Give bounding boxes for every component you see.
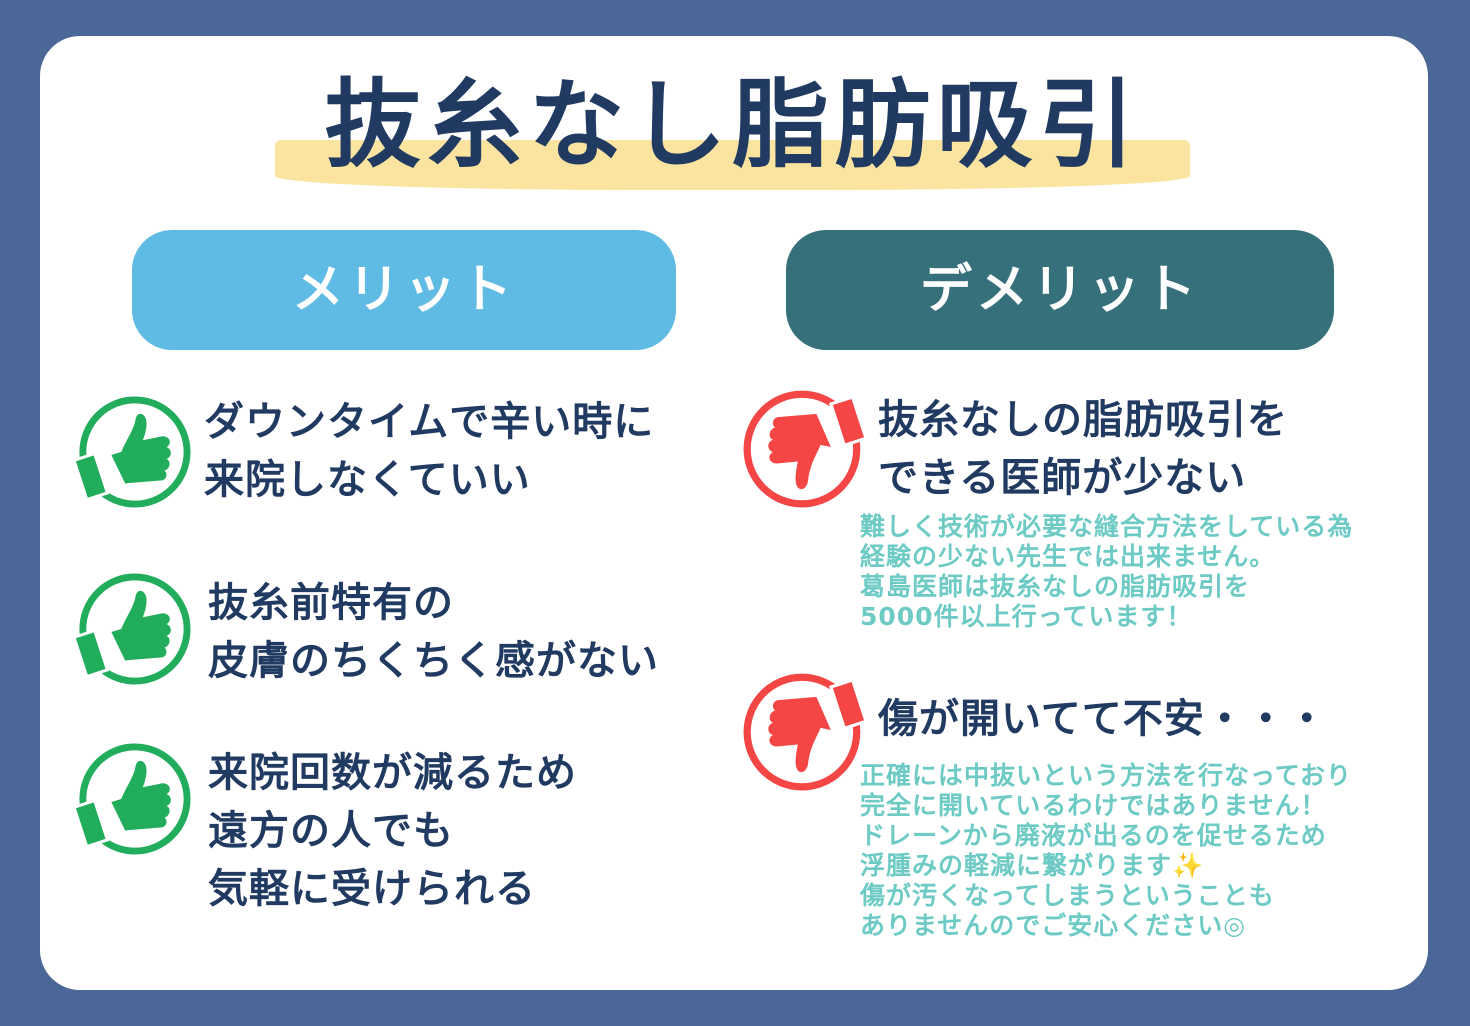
demerit-header: デメリット xyxy=(786,230,1334,350)
thumbs-down-icon xyxy=(743,673,866,791)
thumbs-up-icon xyxy=(74,743,191,855)
title-highlight xyxy=(275,140,1190,190)
demerit-item-text: 抜糸なしの脂肪吸引を できる医師が少ない xyxy=(878,397,1288,501)
merit-item-text: 来院回数が減るため 遠方の人でも 気軽に受けられる xyxy=(208,750,577,912)
demerit-item-note: 難しく技術が必要な縫合方法をしている為 経験の少ない先生では出来ません。 葛島医… xyxy=(860,512,1354,631)
infographic-card xyxy=(40,36,1428,990)
demerit-item-text: 傷が開いてて不安・・・ xyxy=(878,696,1328,742)
page-title: 抜糸なし脂肪吸引 xyxy=(324,69,1141,181)
merit-item-text: ダウンタイムで辛い時に 来院しなくていい xyxy=(204,399,655,503)
demerit-item-note: 正確には中抜いという方法を行なっており 完全に開いているわけではありません！ ド… xyxy=(860,761,1353,940)
title-block: 抜糸なし脂肪吸引 xyxy=(275,55,1190,195)
thumbs-down-icon xyxy=(743,390,866,508)
thumbs-up-icon xyxy=(74,573,191,685)
merit-header: メリット xyxy=(132,230,676,350)
merit-item-text: 抜糸前特有の 皮膚のちくちく感がない xyxy=(208,580,659,684)
thumbs-up-icon xyxy=(74,396,191,508)
